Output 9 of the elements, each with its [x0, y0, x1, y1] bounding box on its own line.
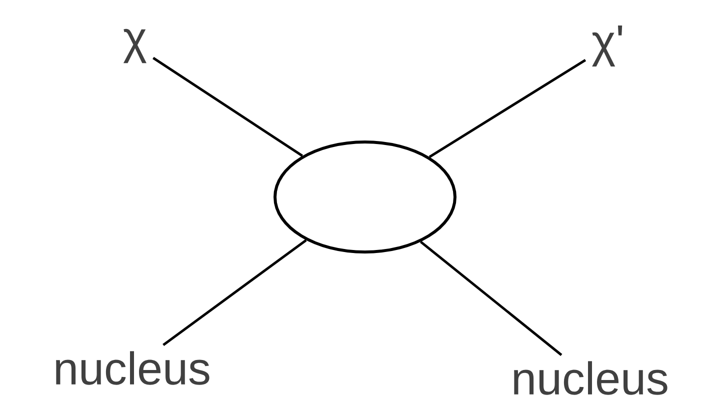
text-label: nucleus [514, 361, 668, 395]
vertex-ellipse [274, 140, 456, 254]
text-label: χ' [592, 26, 622, 66]
text-label: nucleus [56, 351, 210, 385]
line [152, 56, 303, 157]
line [420, 240, 562, 356]
line [162, 239, 307, 346]
text-label: χ [123, 28, 146, 64]
line [428, 58, 586, 158]
